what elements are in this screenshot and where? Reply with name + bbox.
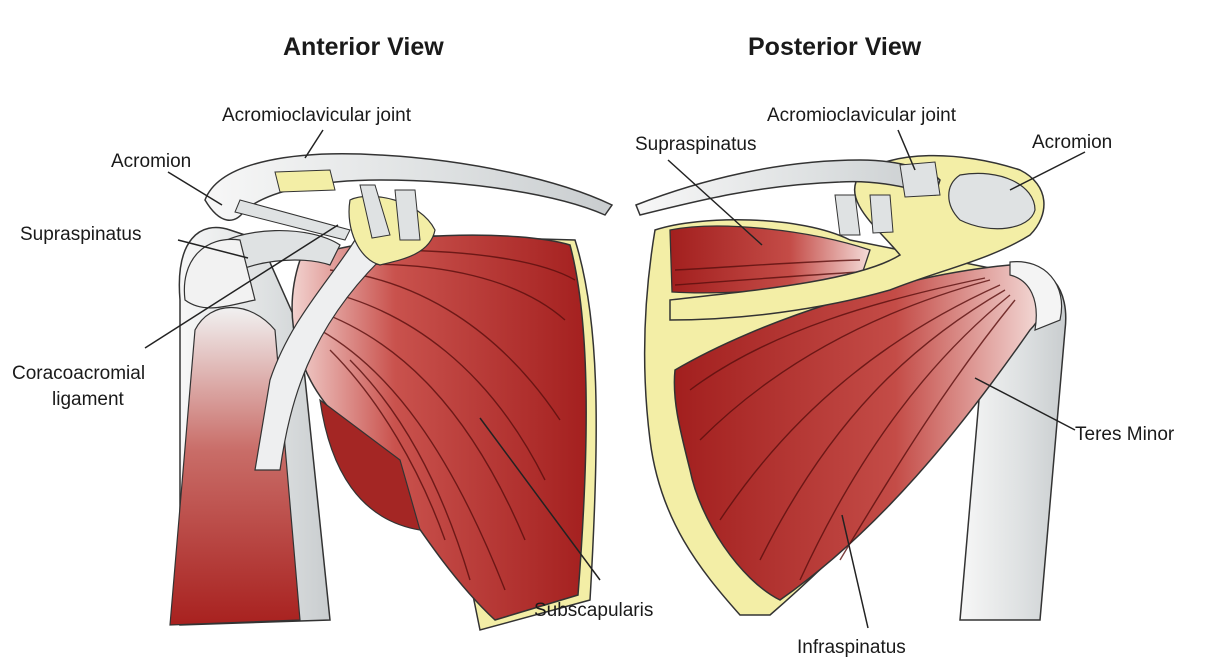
label-anterior-supraspinatus: Supraspinatus [20,223,141,247]
posterior-ac-joint [900,162,940,197]
label-anterior-coracoacromial-2: ligament [52,388,124,412]
label-posterior-teres-minor: Teres Minor [1075,423,1174,447]
label-anterior-ac-joint: Acromioclavicular joint [222,104,411,128]
anterior-view-title: Anterior View [283,33,444,62]
anterior-ac-joint [275,170,335,192]
label-posterior-ac-joint: Acromioclavicular joint [767,104,956,128]
label-posterior-supraspinatus: Supraspinatus [635,133,756,157]
label-anterior-subscapularis: Subscapularis [534,599,653,623]
label-posterior-infraspinatus: Infraspinatus [797,636,906,660]
anterior-view [170,154,612,630]
posterior-view-title: Posterior View [748,33,921,62]
label-anterior-coracoacromial-1: Coracoacromial [12,362,145,386]
label-anterior-acromion: Acromion [111,150,191,174]
label-posterior-acromion: Acromion [1032,131,1112,155]
